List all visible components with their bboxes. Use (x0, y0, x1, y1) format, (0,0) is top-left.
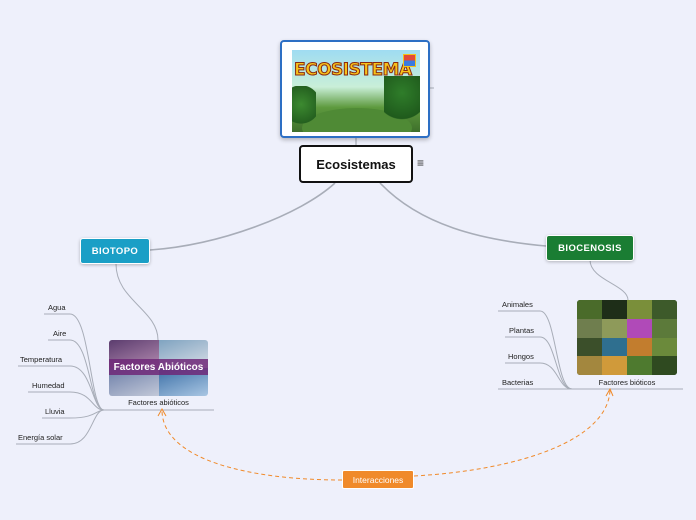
relationship-line-right (413, 389, 611, 477)
leaf-animales[interactable]: Animales (502, 300, 533, 309)
biocenosis-leaf-links (498, 310, 573, 390)
leaf-aire[interactable]: Aire (53, 329, 67, 338)
relationship-arrow-right (605, 387, 614, 397)
link-biocenosis-image (589, 259, 629, 301)
leaf-plantas[interactable]: Plantas (509, 326, 535, 335)
factores-bioticos-image[interactable] (577, 300, 677, 375)
factores-abioticos-image-text: Factores Abióticos (109, 359, 208, 375)
ecosistema-illustration: ECOSISTEMA (292, 50, 420, 132)
factores-bioticos-caption[interactable]: Factores bióticos (598, 378, 656, 387)
link-central-biotopo (149, 182, 336, 251)
leaf-bacterias[interactable]: Bacterias (502, 378, 534, 387)
notes-icon[interactable]: ≡ (417, 156, 425, 170)
factores-abioticos-image[interactable]: Factores Abióticos (109, 340, 208, 396)
topic-biotopo[interactable]: BIOTOPO (80, 238, 150, 264)
leaf-energia-solar[interactable]: Energía solar (18, 433, 63, 442)
image-badge (403, 54, 416, 67)
biotopo-leaf-links (16, 313, 105, 445)
link-biotopo-image (115, 263, 159, 341)
central-topic[interactable]: Ecosistemas (299, 145, 413, 183)
relationship-line-left (161, 409, 343, 481)
leaf-hongos[interactable]: Hongos (508, 352, 534, 361)
leaf-lluvia[interactable]: Lluvia (45, 407, 65, 416)
topic-biocenosis[interactable]: BIOCENOSIS (546, 235, 634, 261)
leaf-agua[interactable]: Agua (48, 303, 66, 312)
link-central-biocenosis (379, 182, 547, 247)
image-title-art: ECOSISTEMA (294, 60, 413, 81)
ecosistema-image-topic[interactable]: ECOSISTEMA (280, 40, 430, 138)
relationship-interacciones[interactable]: Interacciones (342, 470, 414, 489)
relationship-arrow-left (157, 407, 167, 417)
factores-abioticos-caption[interactable]: Factores abióticos (128, 398, 189, 407)
leaf-humedad[interactable]: Humedad (32, 381, 65, 390)
leaf-temperatura[interactable]: Temperatura (20, 355, 63, 364)
